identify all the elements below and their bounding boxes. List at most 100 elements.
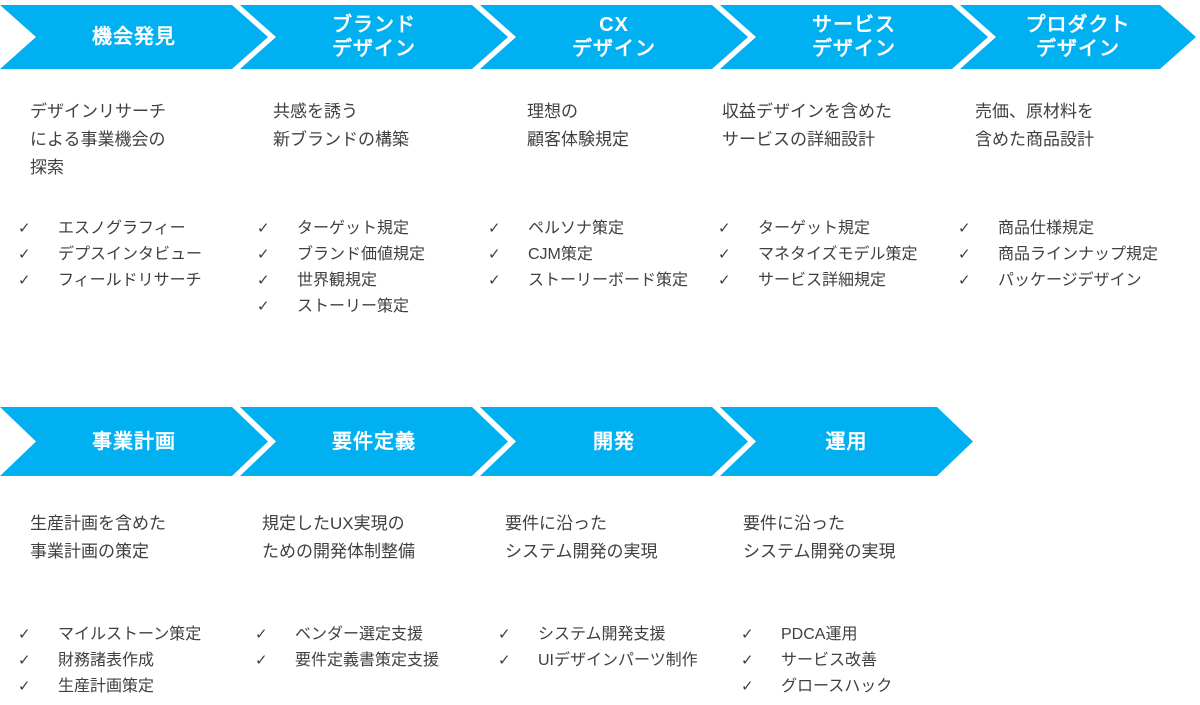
check-icon: ✓ [718, 272, 731, 289]
checklist-item-label: ターゲット規定 [758, 220, 871, 237]
checklist-item-label: ベンダー選定支援 [295, 626, 424, 643]
process-row-delivery: 事業計画 生産計画を含めた 事業計画の策定 ✓ マイルストーン策定 ✓財務諸表作成… [0, 403, 1200, 705]
checklist-item-label: 生産計画策定 [58, 678, 155, 695]
chevron-cx-design: CX デザイン [480, 5, 748, 69]
check-icon: ✓ [958, 272, 971, 289]
checklist-item: ✓ デプスインタビュー [18, 242, 288, 268]
checklist-item: ✓ システム開発支援 [498, 622, 768, 648]
chevron-brand-design: ブランド デザイン [240, 5, 508, 69]
stage-checklist: ✓商品仕様規定 ✓商品ラインナップ規定 ✓パッケージデザイン [958, 216, 1200, 294]
chevron-business-plan: 事業計画 [0, 407, 268, 476]
checklist-item: ✓財務諸表作成 [18, 648, 288, 674]
stage-description: 要件に沿った システム開発の実現 [505, 514, 658, 561]
chevron-product-design: プロダクト デザイン [960, 5, 1196, 69]
checklist-item: ✓ 世界観規定 [257, 268, 527, 294]
check-icon: ✓ [488, 272, 501, 289]
checklist-item-label: ペルソナ策定 [528, 220, 625, 237]
checklist-item-label: フィールドリサーチ [58, 272, 202, 289]
check-icon: ✓ [741, 678, 754, 695]
stage-title: 要件定義 [332, 430, 416, 453]
check-icon: ✓ [257, 272, 270, 289]
check-icon: ✓ [958, 220, 971, 237]
chevron-requirements-definition: 要件定義 [240, 407, 508, 476]
stage-title: 事業計画 [92, 430, 176, 453]
check-icon: ✓ [255, 626, 268, 643]
check-icon: ✓ [718, 246, 731, 263]
checklist-item-label: エスノグラフィー [58, 220, 186, 237]
check-icon: ✓ [18, 220, 31, 237]
check-icon: ✓ [741, 626, 754, 643]
chevron-operation: 運用 [720, 407, 973, 476]
chevron-service-design: サービス デザイン [720, 5, 988, 69]
checklist-item: ✓ パッケージデザイン [958, 268, 1200, 294]
check-icon: ✓ [18, 678, 31, 695]
checklist-item-label: UIデザインパーツ制作 [538, 652, 698, 669]
checklist-item: ✓ UIデザインパーツ制作 [498, 648, 768, 674]
checklist-item-label: 世界観規定 [297, 272, 378, 289]
checklist-item: ✓ CJM策定 [488, 242, 758, 268]
checklist-item-label: サービス詳細規定 [758, 272, 887, 289]
checklist-item-label: マイルストーン策定 [58, 626, 202, 643]
stage-checklist: ✓ ペルソナ策定 ✓ CJM策定 ✓ ストーリーボード策定 [488, 216, 758, 294]
stage-checklist: ✓ システム開発支援 ✓ UIデザインパーツ制作 [498, 622, 768, 674]
checklist-item: ✓ マイルストーン策定 [18, 622, 288, 648]
checklist-item: ✓ サービス詳細規定 [718, 268, 988, 294]
stage-checklist: ✓ ターゲット規定 ✓ ブランド価値規定 ✓ 世界観規定 ✓ ストーリー策定 [257, 216, 527, 320]
checklist-item-label: PDCA運用 [781, 626, 858, 643]
stage-description: 規定したUX実現の ための開発体制整備 [262, 514, 415, 561]
check-icon: ✓ [257, 298, 270, 315]
check-icon: ✓ [958, 246, 971, 263]
checklist-item-label: サービス改善 [781, 652, 878, 669]
stage-title: ブランド デザイン [332, 14, 416, 60]
checklist-item: ✓ ストーリー策定 [257, 294, 527, 320]
stage-description: 要件に沿った システム開発の実現 [743, 514, 896, 561]
checklist-item-label: システム開発支援 [538, 626, 666, 643]
checklist-item-label: 要件定義書策定支援 [295, 652, 440, 669]
check-icon: ✓ [255, 652, 268, 669]
checklist-item-label: ストーリーボード策定 [528, 272, 689, 289]
stage-checklist: ✓ ターゲット規定 ✓ マネタイズモデル策定 ✓ サービス詳細規定 [718, 216, 988, 294]
check-icon: ✓ [257, 246, 270, 263]
process-row-design: 機会発見 デザインリサーチ による事業機会の 探索 ✓ エスノグラフィー ✓ デプス… [0, 0, 1200, 320]
stage-description: 生産計画を含めた 事業計画の策定 [30, 514, 166, 561]
check-icon: ✓ [498, 626, 511, 643]
check-icon: ✓ [18, 652, 31, 669]
check-icon: ✓ [18, 626, 31, 643]
checklist-item: ✓ ベンダー選定支援 [255, 622, 525, 648]
check-icon: ✓ [741, 652, 754, 669]
stage-title: 運用 [825, 430, 868, 453]
stage-title: 機会発見 [92, 26, 176, 48]
checklist-item-label: ターゲット規定 [297, 220, 410, 237]
checklist-item-label: ストーリー策定 [297, 298, 410, 315]
checklist-item: ✓ ブランド価値規定 [257, 242, 527, 268]
stage-title: サービス デザイン [812, 14, 896, 60]
check-icon: ✓ [18, 272, 31, 289]
checklist-item: ✓グロースハック [741, 674, 1011, 700]
checklist-item: ✓ サービス改善 [741, 648, 1011, 674]
checklist-item-label: デプスインタビュー [58, 246, 203, 263]
checklist-item: ✓ 生産計画策定 [18, 674, 288, 700]
stage-description: デザインリサーチ による事業機会の 探索 [30, 102, 166, 177]
checklist-item-label: マネタイズモデル策定 [758, 246, 918, 263]
checklist-item-label: ブランド価値規定 [297, 246, 426, 263]
stage-checklist: ✓ エスノグラフィー ✓ デプスインタビュー ✓ フィールドリサーチ [18, 216, 288, 294]
checklist-item: ✓ フィールドリサーチ [18, 268, 288, 294]
stage-description: 収益デザインを含めた サービスの詳細設計 [722, 102, 892, 149]
stage-title: 開発 [593, 430, 635, 453]
chevron-opportunity-discovery: 機会発見 [0, 5, 268, 69]
check-icon: ✓ [498, 652, 511, 669]
checklist-item-label: 商品仕様規定 [998, 220, 1095, 237]
check-icon: ✓ [718, 220, 731, 237]
check-icon: ✓ [257, 220, 270, 237]
stage-description: 理想の 顧客体験規定 [527, 102, 629, 149]
check-icon: ✓ [488, 220, 501, 237]
checklist-item: ✓ 要件定義書策定支援 [255, 648, 525, 674]
stage-title: CX デザイン [572, 14, 656, 60]
checklist-item-label: パッケージデザイン [998, 272, 1142, 289]
checklist-item: ✓ 商品仕様規定 [958, 216, 1200, 242]
check-icon: ✓ [488, 246, 501, 263]
checklist-item-label: CJM策定 [528, 246, 593, 263]
stage-checklist: ✓ マイルストーン策定 ✓財務諸表作成 ✓ 生産計画策定 [18, 622, 288, 700]
checklist-item: ✓ ターゲット規定 [718, 216, 988, 242]
